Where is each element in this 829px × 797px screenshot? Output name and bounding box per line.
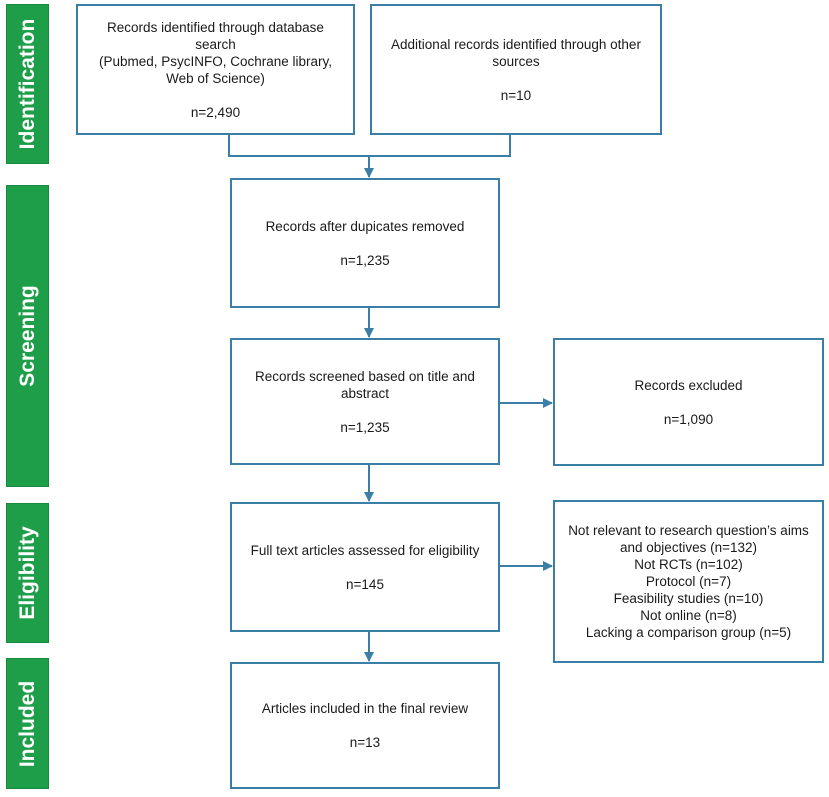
database-search-line-2: (Pubmed, PsycINFO, Cochrane library, bbox=[98, 53, 333, 69]
duplicates-removed-count: n=1,235 bbox=[340, 252, 390, 268]
included-final-count: n=13 bbox=[349, 735, 381, 750]
phase-screening: Screening bbox=[6, 185, 49, 487]
exclusion-reason-line-5: Feasibility studies (n=10) bbox=[613, 591, 764, 606]
screened-line-1: Records screened based on title and bbox=[255, 368, 475, 384]
box-screened: Records screened based on title and abst… bbox=[230, 338, 500, 465]
box-full-text: Full text articles assessed for eligibil… bbox=[230, 502, 500, 632]
full-text-line-1: Full text articles assessed for eligibil… bbox=[250, 542, 480, 558]
screened-line-2: abstract bbox=[340, 385, 390, 401]
excluded-line-1: Records excluded bbox=[634, 377, 743, 393]
other-sources-line-1: Additional records identified through ot… bbox=[391, 36, 641, 52]
exclusion-reason-line-1: Not relevant to research question’s aims bbox=[568, 523, 809, 538]
other-sources-count: n=10 bbox=[500, 87, 532, 103]
screened-count: n=1,235 bbox=[340, 419, 390, 435]
box-included-final: Articles included in the final review n=… bbox=[230, 662, 500, 789]
exclusion-reason-line-2: and objectives (n=132) bbox=[620, 540, 757, 555]
database-search-line-3: Web of Science) bbox=[166, 70, 265, 86]
database-search-line-1: Records identified through database sear… bbox=[107, 19, 324, 52]
box-exclusion-reasons: Not relevant to research question’s aims… bbox=[553, 500, 824, 663]
phase-eligibility: Eligibility bbox=[6, 503, 49, 643]
exclusion-reason-line-7: Lacking a comparison group (n=5) bbox=[585, 625, 792, 640]
phase-identification: Identification bbox=[6, 4, 49, 164]
phase-included: Included bbox=[6, 658, 49, 789]
database-search-count: n=2,490 bbox=[190, 104, 241, 120]
duplicates-removed-line-1: Records after dupicates removed bbox=[265, 218, 465, 234]
other-sources-line-2: sources bbox=[492, 53, 540, 69]
exclusion-reason-line-4: Protocol (n=7) bbox=[645, 574, 732, 589]
exclusion-reason-line-6: Not online (n=8) bbox=[640, 608, 737, 623]
merge-connector bbox=[228, 135, 511, 157]
box-database-search: Records identified through database sear… bbox=[76, 4, 355, 135]
included-final-line-1: Articles included in the final review bbox=[261, 701, 469, 716]
exclusion-reason-line-3: Not RCTs (n=102) bbox=[634, 557, 743, 572]
full-text-count: n=145 bbox=[346, 576, 384, 592]
box-excluded: Records excluded n=1,090 bbox=[553, 338, 824, 466]
box-other-sources: Additional records identified through ot… bbox=[370, 4, 662, 135]
box-duplicates-removed: Records after dupicates removed n=1,235 bbox=[230, 178, 500, 308]
excluded-count: n=1,090 bbox=[663, 411, 714, 427]
